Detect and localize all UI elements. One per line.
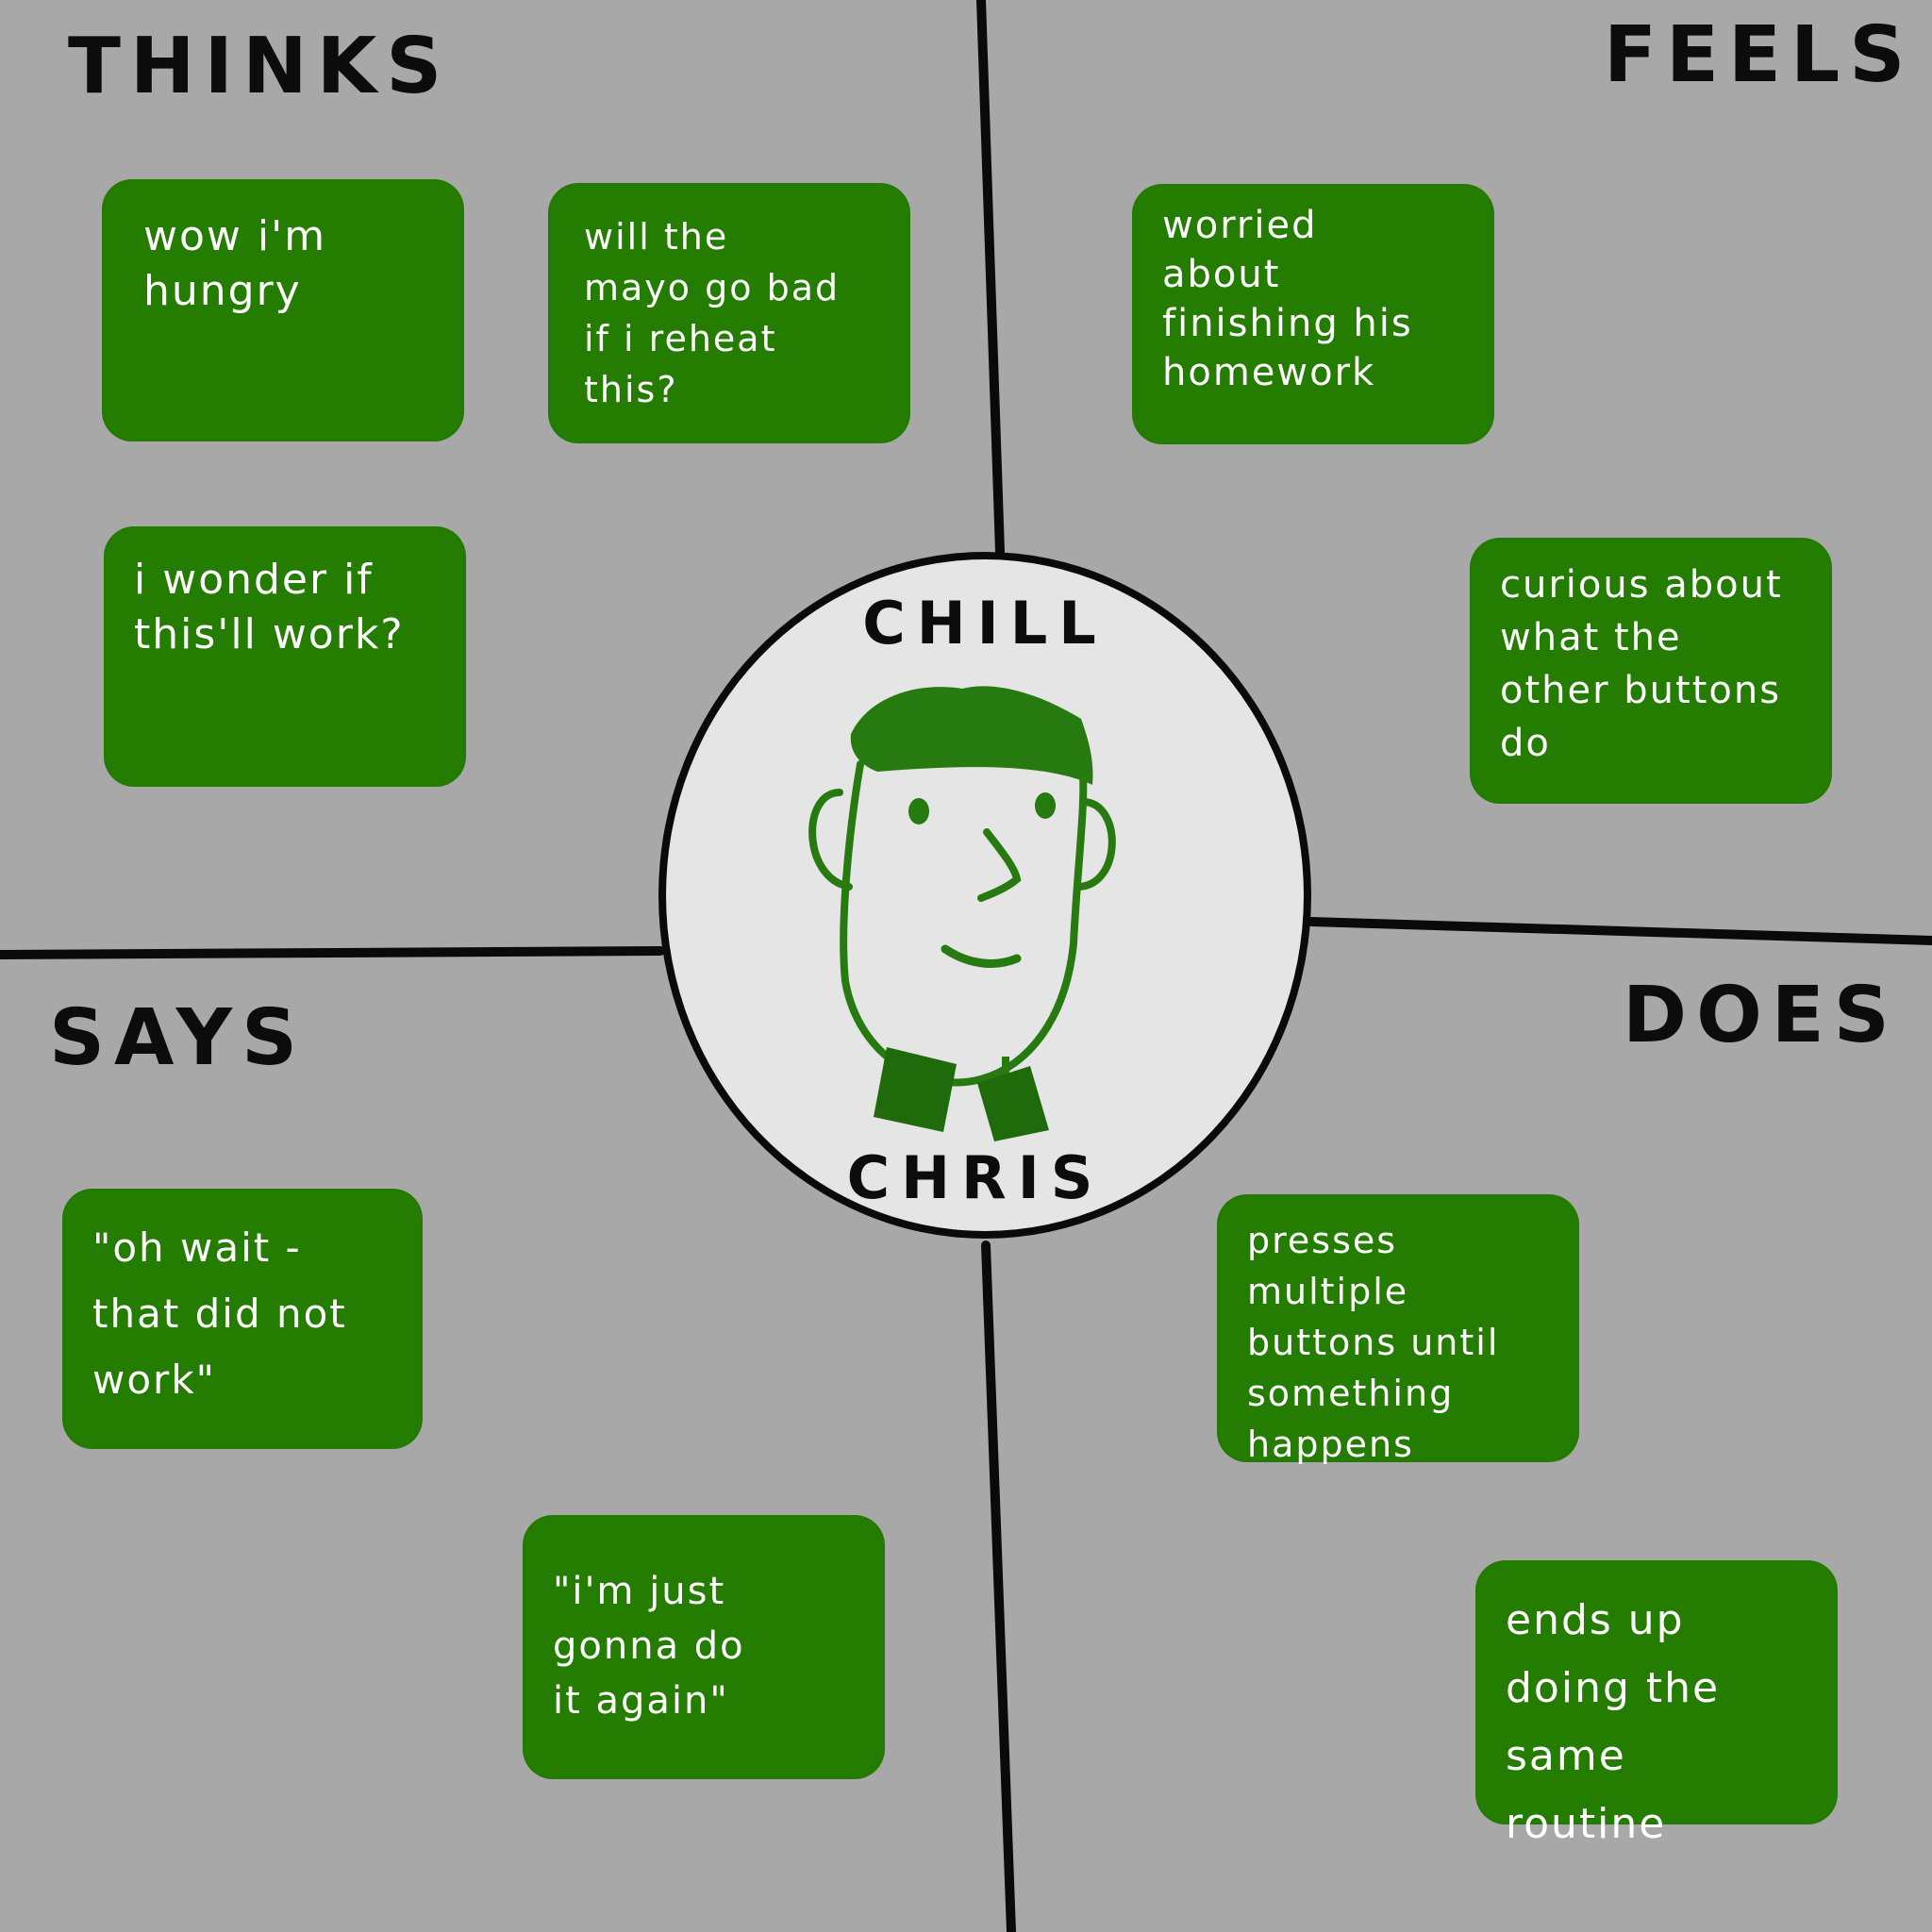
divider-left (0, 946, 665, 959)
face-ear-right (1074, 798, 1116, 891)
feels-title: FEELS (1604, 10, 1915, 100)
does-note-2: ends up doing the same routine (1477, 1562, 1836, 1848)
thinks-note-2: will the mayo go bad if i reheat this? (550, 185, 908, 441)
persona-face-illustration (808, 686, 1116, 1141)
face-nose (977, 828, 1022, 902)
says-title: SAYS (49, 993, 308, 1083)
persona-last-name: CHRIS (846, 1143, 1105, 1212)
divider-bottom (981, 1241, 1016, 1932)
thinks-note-3: i wonder if this'll work? (106, 528, 464, 785)
face-collar-right (977, 1066, 1049, 1141)
feels-note-1: worried about finishing his homework (1134, 186, 1492, 442)
does-title: DOES (1623, 971, 1899, 1060)
says-note-1: "oh wait - that did not work" (64, 1191, 421, 1447)
face-hair (850, 686, 1093, 785)
thinks-title: THINKS (68, 22, 452, 111)
face-mouth (941, 944, 1022, 968)
divider-right (1307, 917, 1932, 945)
does-note-1: presses multiple buttons until something… (1219, 1196, 1577, 1465)
face-ear-left (808, 789, 853, 891)
says-note-2: "i'm just gonna do it again" (525, 1517, 883, 1777)
persona-first-name: CHILL (862, 589, 1108, 658)
divider-top (976, 0, 1005, 557)
feels-note-2: curious about what the other buttons do (1472, 540, 1830, 802)
thinks-note-1: wow i'm hungry (104, 181, 462, 440)
face-collar-left (874, 1047, 957, 1132)
face-eye-right (1035, 792, 1056, 819)
face-eye-left (908, 798, 929, 824)
